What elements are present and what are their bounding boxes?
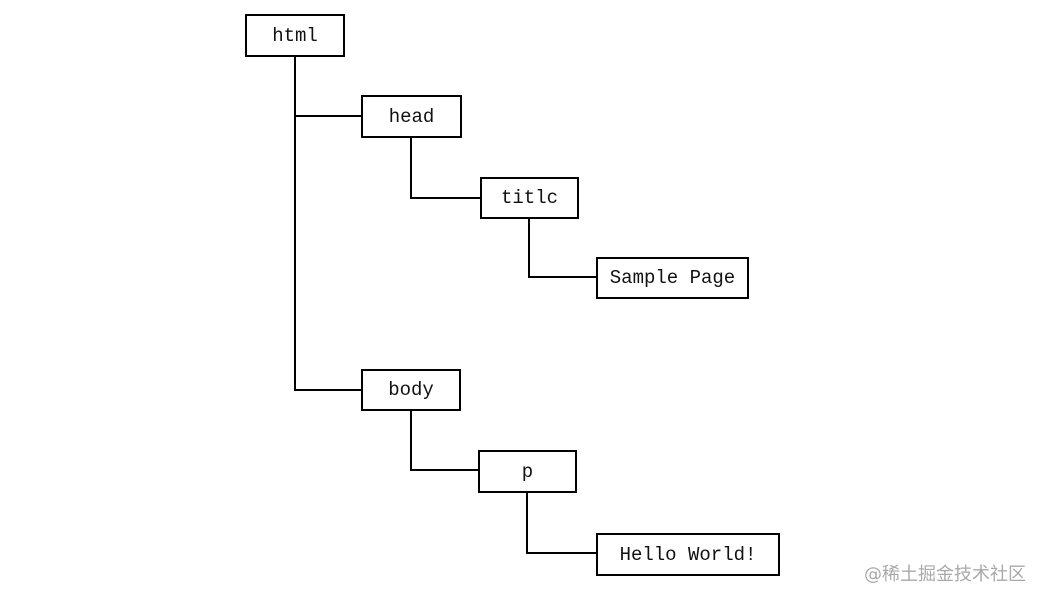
connector-html-trunk xyxy=(294,56,296,391)
watermark: @稀土掘金技术社区 xyxy=(864,564,1026,585)
node-body: body xyxy=(361,369,461,411)
connector-title-sample xyxy=(528,276,597,278)
node-html: html xyxy=(245,14,345,57)
connector-body-trunk xyxy=(410,410,412,471)
connector-title-trunk xyxy=(528,218,530,278)
node-hello-world: Hello World! xyxy=(596,533,780,576)
connector-html-head xyxy=(294,115,362,117)
connector-html-body xyxy=(294,389,362,391)
connector-head-trunk xyxy=(410,137,412,199)
node-sample-page: Sample Page xyxy=(596,257,749,299)
connector-p-hello xyxy=(526,552,597,554)
connector-body-p xyxy=(410,469,479,471)
connector-head-title xyxy=(410,197,481,199)
node-p: p xyxy=(478,450,577,493)
connector-p-trunk xyxy=(526,492,528,554)
node-head: head xyxy=(361,95,462,138)
node-title: titlc xyxy=(480,177,579,219)
